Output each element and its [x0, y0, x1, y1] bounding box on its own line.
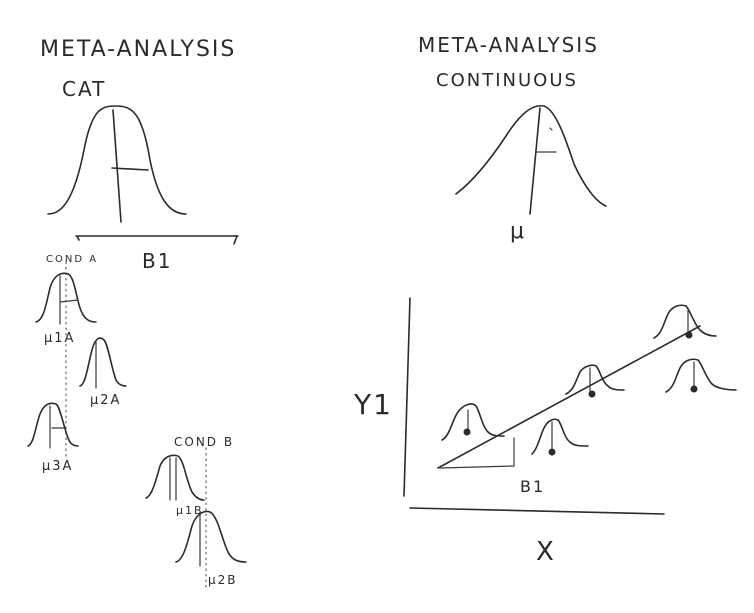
left-title: META-ANALYSIS — [40, 37, 236, 62]
dist-1-point — [463, 428, 471, 436]
cond-b-label: COND B — [174, 435, 234, 449]
left-subtitle: CAT — [62, 77, 106, 101]
dist-3 — [531, 418, 589, 455]
dist-1 — [441, 403, 505, 441]
mu-3a-label: μ3A — [42, 459, 73, 474]
y-axis — [403, 297, 411, 497]
small-bell-3a — [27, 402, 79, 447]
width-line-1a — [59, 299, 79, 303]
x-axis-label: X — [536, 537, 556, 567]
small-bell-1a — [35, 272, 97, 323]
small-bell-2a — [79, 337, 127, 387]
dist-2 — [565, 364, 625, 395]
small-bell-1b — [145, 454, 205, 501]
y-axis-label: Y1 — [353, 388, 393, 421]
beta-axis-label: B1 — [142, 249, 172, 273]
small-bell-2b — [175, 510, 247, 563]
cond-a-label: COND A — [46, 254, 98, 265]
dist-4 — [653, 304, 717, 339]
dist-4-point — [685, 331, 693, 339]
dist-5-point — [690, 385, 698, 393]
right-panel: META-ANALYSIS CONTINUOUS μ Y1 X B1 — [353, 33, 737, 567]
mean-line — [112, 109, 122, 223]
mu-1b-label: μ1B — [176, 504, 204, 517]
axis-tick-left — [76, 235, 80, 241]
regression-line — [437, 325, 701, 469]
continuous-bell-curve — [455, 105, 607, 207]
mu-1a-label: μ1A — [44, 331, 75, 346]
right-title: META-ANALYSIS — [418, 33, 599, 57]
dist-2-point — [588, 390, 596, 398]
axis-tick — [233, 235, 238, 245]
big-bell-curve — [47, 105, 187, 215]
right-subtitle: CONTINUOUS — [436, 70, 578, 91]
continuous-mu-label: μ — [510, 219, 526, 244]
dist-5 — [665, 358, 737, 393]
continuous-tick — [549, 127, 553, 131]
width-line — [111, 167, 149, 171]
slope-run — [439, 465, 515, 469]
dist-3-point — [548, 448, 556, 456]
continuous-mean-line — [529, 107, 541, 215]
mu-2a-label: μ2A — [90, 393, 121, 408]
left-panel: META-ANALYSIS CAT B1 COND A μ1A μ2A μ3A … — [27, 37, 247, 591]
mu-2b-label: μ2B — [208, 573, 238, 587]
slope-label: B1 — [520, 477, 545, 496]
x-axis — [409, 507, 665, 515]
